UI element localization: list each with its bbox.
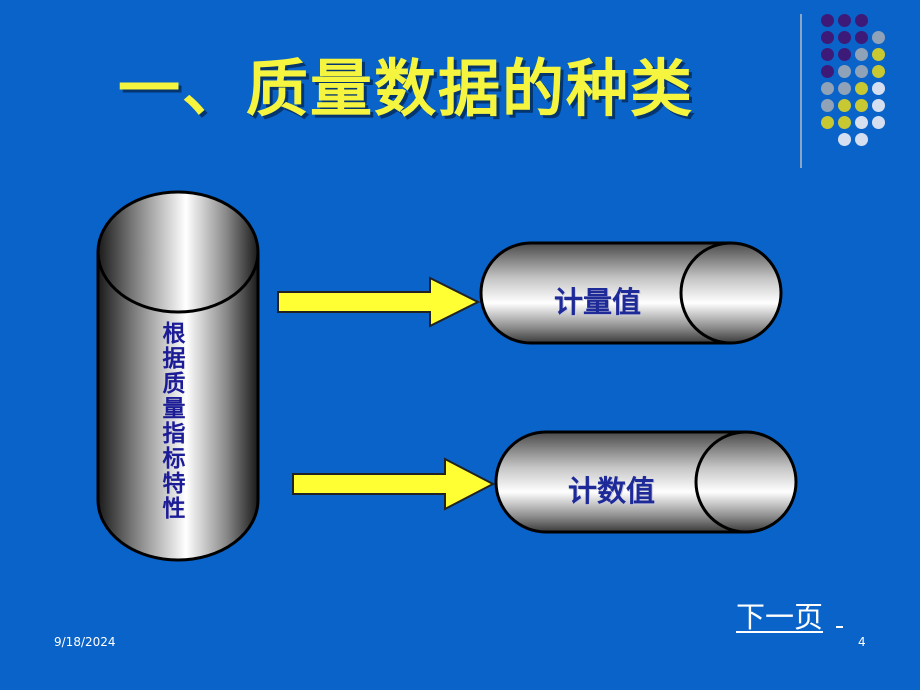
- title-divider-line: [800, 14, 802, 168]
- slide-date: 9/18/2024: [54, 635, 116, 649]
- count-value-cylinder: [494, 430, 798, 534]
- link-trailing-dash: [836, 626, 843, 628]
- count-value-label: 计数值: [568, 474, 656, 508]
- slide-title: 一、质量数据的种类: [118, 52, 695, 125]
- arrow-to-count-value: [292, 457, 496, 511]
- next-page-link[interactable]: 下一页: [736, 600, 824, 634]
- vertical-cylinder: [96, 190, 260, 562]
- slide-page-number: 4: [858, 635, 866, 649]
- measured-value-label: 计量值: [554, 285, 642, 319]
- cylinder-vertical-label: 根据质量指标特性: [162, 321, 186, 522]
- arrow-to-measured-value: [277, 276, 481, 328]
- measured-value-cylinder: [479, 241, 783, 345]
